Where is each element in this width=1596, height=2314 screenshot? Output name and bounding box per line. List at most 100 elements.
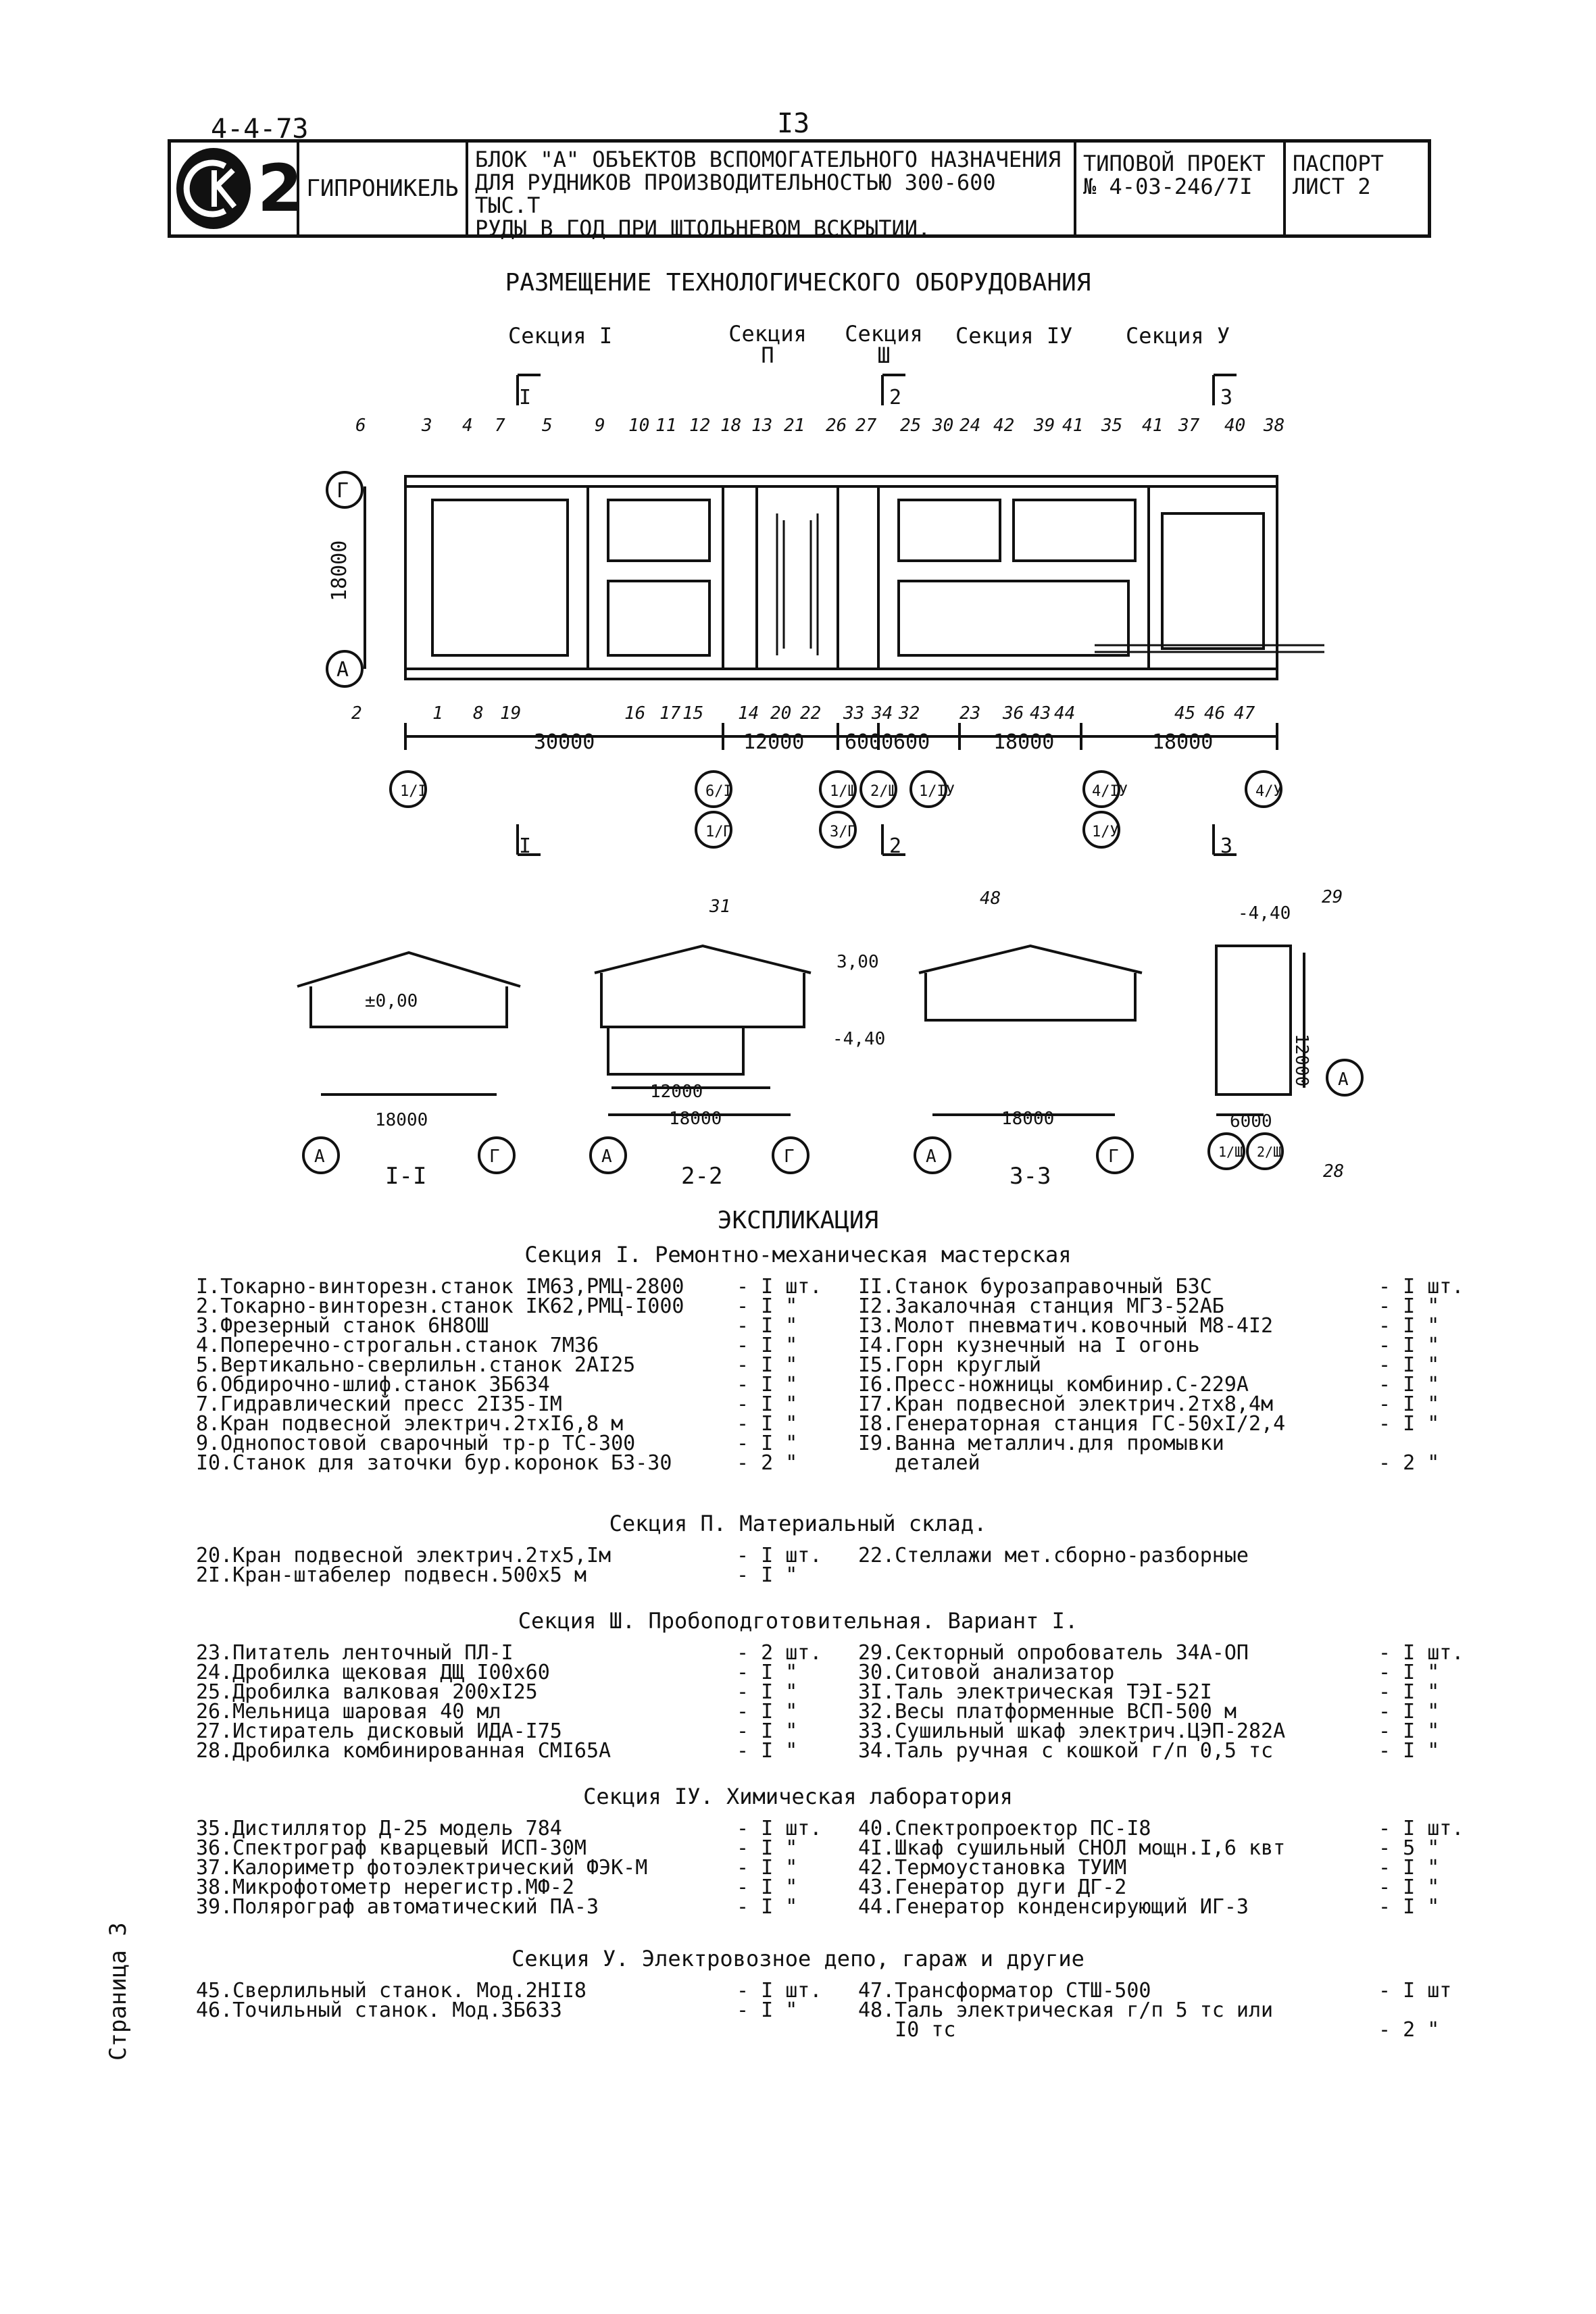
- title-line: ДЛЯ РУДНИКОВ ПРОИЗВОДИТЕЛЬНОСТЬЮ 300-600…: [475, 170, 996, 218]
- equipment-quantity: - I ": [737, 1661, 798, 1684]
- equipment-item: 3.Фрезерный станок 6Н8ОШ: [196, 1314, 489, 1338]
- svg-text:12000: 12000: [1291, 1034, 1312, 1086]
- svg-text:18000: 18000: [1152, 730, 1213, 754]
- svg-text:18000: 18000: [993, 730, 1054, 754]
- svg-text:34: 34: [871, 703, 893, 724]
- svg-text:3: 3: [421, 416, 432, 436]
- section-label: Секция Ш: [845, 321, 923, 368]
- project-line: № 4-03-246/7I: [1083, 174, 1253, 199]
- svg-text:26: 26: [826, 416, 847, 436]
- svg-text:18000: 18000: [328, 540, 351, 601]
- equipment-item: 46.Точильный станок. Мод.3Б633: [196, 1998, 562, 2022]
- svg-text:30: 30: [932, 416, 953, 436]
- svg-text:17: 17: [659, 703, 681, 724]
- svg-text:1/I: 1/I: [400, 783, 427, 800]
- svg-text:18000: 18000: [375, 1110, 428, 1130]
- svg-text:2/Ш: 2/Ш: [1257, 1144, 1281, 1160]
- svg-text:38: 38: [1263, 416, 1285, 436]
- svg-text:2: 2: [889, 386, 901, 409]
- svg-text:41: 41: [1142, 416, 1163, 436]
- equipment-item: I6.Пресс-ножницы комбинир.С-229А: [858, 1373, 1249, 1397]
- title-line: БЛОК "А" ОБЪЕКТОВ ВСПОМОГАТЕЛЬНОГО НАЗНА…: [475, 147, 1061, 172]
- equipment-quantity: - I ": [1378, 1876, 1440, 1899]
- equipment-quantity: - I ": [1378, 1392, 1440, 1416]
- equipment-quantity: - I ": [737, 1334, 798, 1357]
- svg-text:46: 46: [1204, 703, 1225, 724]
- svg-text:Г: Г: [784, 1147, 795, 1167]
- svg-text:I: I: [519, 834, 531, 858]
- equipment-item: 8.Кран подвесной электрич.2тхI6,8 м: [196, 1412, 624, 1436]
- svg-text:4/IУ: 4/IУ: [1092, 783, 1128, 800]
- svg-text:24: 24: [959, 416, 980, 436]
- equipment-quantity: - I ": [1378, 1334, 1440, 1357]
- svg-text:А: А: [926, 1147, 937, 1167]
- equipment-item: I9.Ванна металлич.для промывки: [858, 1432, 1224, 1455]
- svg-text:6/I: 6/I: [705, 783, 732, 800]
- svg-text:39: 39: [1033, 416, 1055, 436]
- equipment-item: 9.Однопостовой сварочный тр-р ТС-300: [196, 1432, 636, 1455]
- equipment-quantity: - I шт.: [737, 1544, 822, 1567]
- equipment-item: 42.Термоустановка ТУИМ: [858, 1856, 1127, 1880]
- equipment-item: I7.Кран подвесной электрич.2тх8,4м: [858, 1392, 1274, 1416]
- equipment-item: деталей: [858, 1451, 980, 1475]
- svg-text:Г: Г: [1108, 1147, 1119, 1167]
- drawing-title: РАЗМЕЩЕНИЕ ТЕХНОЛОГИЧЕСКОГО ОБОРУДОВАНИЯ: [505, 269, 1091, 297]
- equipment-quantity: - I ": [1378, 1661, 1440, 1684]
- svg-text:45: 45: [1174, 703, 1195, 724]
- equipment-item: I2.Закалочная станция МГЗ-52АБ: [858, 1294, 1224, 1318]
- svg-text:3: 3: [1220, 386, 1232, 409]
- section-label: Секция I: [508, 323, 613, 349]
- svg-text:3: 3: [1220, 834, 1232, 858]
- page-number: I3: [777, 108, 810, 139]
- explication-section-heading: Секция I. Ремонтно-механическая мастерск…: [524, 1242, 1072, 1267]
- equipment-quantity: - 5 ": [1378, 1836, 1440, 1860]
- equipment-quantity: - I шт.: [1378, 1275, 1464, 1299]
- svg-text:12: 12: [689, 416, 710, 436]
- equipment-item: 47.Трансформатор СТШ-500: [858, 1979, 1151, 2003]
- project-line: ТИПОВОЙ ПРОЕКТ: [1083, 151, 1266, 176]
- equipment-quantity: - I ": [1378, 1294, 1440, 1318]
- svg-text:А: А: [314, 1147, 325, 1167]
- svg-text:3/П: 3/П: [830, 824, 857, 840]
- equipment-quantity: - I ": [737, 1836, 798, 1860]
- svg-text:11: 11: [655, 416, 676, 436]
- equipment-quantity: - I ": [1378, 1680, 1440, 1704]
- equipment-item: 34.Таль ручная с кошкой г/п 0,5 тс: [858, 1739, 1274, 1763]
- equipment-quantity: - I ": [737, 1876, 798, 1899]
- svg-text:I: I: [519, 386, 531, 409]
- svg-text:±0,00: ±0,00: [365, 991, 418, 1011]
- svg-text:Г: Г: [336, 479, 349, 503]
- explication-section-heading: Секция IУ. Химическая лаборатория: [583, 1784, 1013, 1809]
- equipment-quantity: - I ": [737, 1700, 798, 1724]
- equipment-item: 45.Сверлильный станок. Мод.2НII8: [196, 1979, 587, 2003]
- equipment-quantity: - I ": [1378, 1314, 1440, 1338]
- passport-sheet: ПАСПОРТ ЛИСТ 2: [1286, 143, 1428, 234]
- svg-text:1/У: 1/У: [1092, 824, 1119, 840]
- svg-text:47: 47: [1234, 703, 1255, 724]
- equipment-item: 4I.Шкаф сушильный СНОЛ мощн.I,6 квт: [858, 1836, 1286, 1860]
- equipment-item: I4.Горн кузнечный на I огонь: [858, 1334, 1200, 1357]
- svg-text:1/Ш: 1/Ш: [830, 783, 857, 800]
- equipment-item: II.Станок бурозаправочный БЗС: [858, 1275, 1212, 1299]
- equipment-quantity: - I ": [737, 1412, 798, 1436]
- equipment-item: 26.Мельница шаровая 40 мл: [196, 1700, 501, 1724]
- passport-line: ПАСПОРТ: [1293, 151, 1384, 176]
- svg-text:23: 23: [959, 703, 980, 724]
- equipment-quantity: - I ": [1378, 1700, 1440, 1724]
- project-number: ТИПОВОЙ ПРОЕКТ № 4-03-246/7I: [1076, 143, 1286, 234]
- equipment-item: 29.Секторный опробователь 34А-ОП: [858, 1641, 1249, 1665]
- section-label: Секция П: [728, 321, 807, 368]
- equipment-item: 36.Спектрограф кварцевый ИСП-30М: [196, 1836, 587, 1860]
- equipment-quantity: - I ": [737, 1432, 798, 1455]
- equipment-quantity: - I ": [737, 1392, 798, 1416]
- svg-text:4: 4: [462, 416, 473, 436]
- equipment-item: 7.Гидравлический пресс 2I35-IМ: [196, 1392, 562, 1416]
- svg-text:5: 5: [542, 416, 553, 436]
- svg-text:18000: 18000: [1001, 1109, 1054, 1129]
- svg-text:14: 14: [738, 703, 759, 724]
- equipment-quantity: - I ": [737, 1353, 798, 1377]
- svg-text:2/Ш: 2/Ш: [870, 783, 897, 800]
- svg-text:48: 48: [980, 888, 1001, 909]
- equipment-item: 35.Дистиллятор Д-25 модель 784: [196, 1817, 562, 1840]
